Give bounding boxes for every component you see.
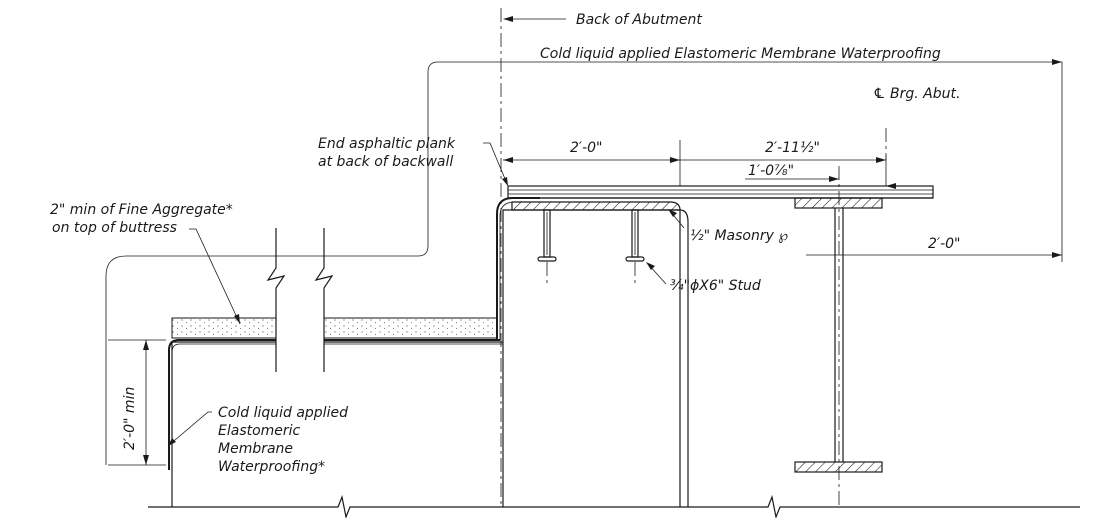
dim-2-11-half-label: 2′-11½" <box>765 140 820 156</box>
stud-2 <box>625 209 645 285</box>
stud-label: ¾"ϕX6" Stud <box>670 278 761 294</box>
cl-brg-abut-label: ℄ Brg. Abut. <box>873 86 960 102</box>
ground-line <box>148 494 1080 518</box>
end-plank-label-line1: End asphaltic plank <box>318 136 456 152</box>
fine-aggregate-label-line1: 2" min of Fine Aggregate* <box>50 202 233 218</box>
dimension-lines <box>108 62 1063 466</box>
masonry-plate-label: ½" Masonry ℘ <box>690 228 788 244</box>
dim-2-0-min-label: 2′-0" min <box>122 387 138 450</box>
leader-lines <box>105 16 1062 465</box>
backwall <box>496 197 689 507</box>
asphaltic-plank <box>507 185 934 199</box>
end-plank-label-line2: at back of backwall <box>318 154 453 170</box>
membrane-side-label-line4: Waterproofing* <box>218 459 325 475</box>
center-lines <box>500 8 887 507</box>
buttress <box>168 317 503 507</box>
dim-2-0-left-label: 2′-0" <box>570 140 602 156</box>
steel-girder <box>794 197 883 473</box>
membrane-top-label: Cold liquid applied Elastomeric Membrane… <box>540 46 941 62</box>
dim-2-0-right-label: 2′-0" <box>928 236 960 252</box>
stud-1 <box>537 209 557 285</box>
fine-aggregate-label-line2: on top of buttress <box>52 220 177 236</box>
masonry-plate <box>511 201 681 211</box>
break-lines <box>266 228 334 372</box>
membrane-side-label-line1: Cold liquid applied <box>218 405 348 421</box>
dim-1-0-7-8-label: 1′-0⅞" <box>748 163 794 179</box>
membrane-side-label-line2: Elastomeric <box>218 423 301 439</box>
membrane-side-label-line3: Membrane <box>218 441 293 457</box>
back-of-abutment-label: Back of Abutment <box>576 12 702 28</box>
